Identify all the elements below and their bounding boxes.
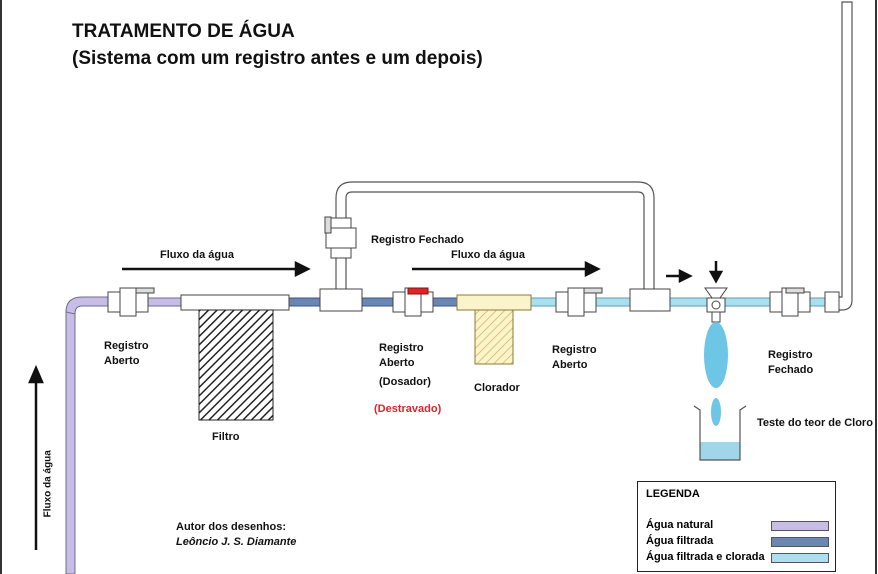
pipe-natural [65,296,201,574]
sample-tap [704,287,728,323]
legend: LEGENDA Água natural Água filtrada Água … [637,481,836,572]
label-fluxo-top-1: Fluxo da água [160,249,234,261]
legend-title: LEGENDA [646,488,700,500]
label-registro-aberto-1: Registro Aberto [104,340,149,367]
legend-label-filtrada: Água filtrada [646,535,714,547]
label-clorador: Clorador [474,382,520,394]
valve-registro-aberto-1 [107,287,155,317]
water-drop [711,398,721,426]
flow-arrows [28,260,724,550]
label-fluxo-vertical: Fluxo da água [42,450,54,518]
legend-label-clorada: Água filtrada e clorada [646,551,765,563]
valve-dosador [392,287,434,317]
page-title: TRATAMENTO DE ÁGUA (Sistema com um regis… [72,18,483,72]
filter-body [180,294,290,421]
valve-registro-fechado-bypass [324,216,357,259]
label-registro-aberto-2: Registro Aberto [552,344,597,371]
label-registro-fechado-bypass: Registro Fechado [371,234,464,246]
legend-swatch-clorada [771,553,829,563]
water-stream [704,322,728,388]
label-fluxo-top-2: Fluxo da água [451,249,525,261]
label-registro-fechado-right: Registro Fechado [768,349,814,376]
label-destravado: (Destravado) [374,403,442,415]
outlet-pipe [837,1,853,311]
fittings [319,288,840,313]
test-beaker [693,405,747,461]
clorador-body [456,294,532,365]
legend-swatch-natural [771,521,829,531]
title-line-1: TRATAMENTO DE ÁGUA [72,21,295,42]
valve-registro-aberto-2 [555,287,603,317]
title-line-2: (Sistema com um registro antes e um depo… [72,48,483,69]
label-registro-dosador: Registro Aberto (Dosador) [379,342,431,388]
legend-swatch-filtrada [771,537,829,547]
author-credit: Autor dos desenhos: Leôncio J. S. Diaman… [176,521,297,548]
label-teste-cloro: Teste do teor de Cloro [757,417,873,429]
valve-registro-fechado-right [769,287,811,317]
legend-label-natural: Água natural [646,519,714,531]
label-filtro: Filtro [212,431,240,443]
